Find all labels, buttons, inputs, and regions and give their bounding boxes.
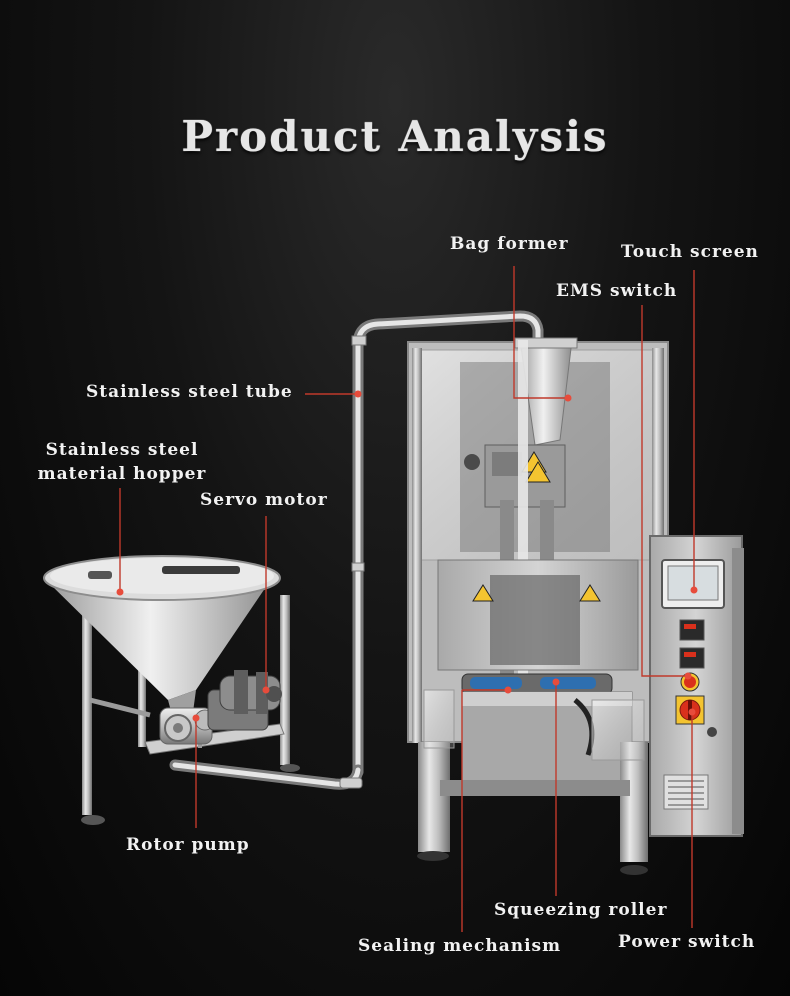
- dot-rotor-pump: [192, 714, 200, 722]
- label-sealing-mechanism: Sealing mechanism: [358, 936, 562, 956]
- dot-bag-former: [564, 394, 572, 402]
- dot-sealing-mechanism: [504, 686, 512, 694]
- label-power-switch: Power switch: [618, 932, 756, 952]
- label-hopper: Stainless steel material hopper: [36, 438, 208, 486]
- dot-hopper: [116, 588, 124, 596]
- dot-squeezing-roller: [552, 678, 560, 686]
- label-touch-screen: Touch screen: [621, 242, 759, 262]
- pointer-sealing-mechanism: [461, 689, 508, 932]
- label-bag-former: Bag former: [450, 234, 569, 254]
- label-squeezing-roller: Squeezing roller: [494, 900, 668, 920]
- dot-power-switch: [688, 708, 696, 716]
- label-ems-switch: EMS switch: [556, 281, 678, 301]
- pointer-bag-former: [513, 266, 568, 399]
- callout-dots: [116, 390, 698, 722]
- vertical-packing-machine: [407, 337, 669, 875]
- label-servo-motor: Servo motor: [200, 490, 328, 510]
- label-hopper-line2: material hopper: [37, 464, 207, 484]
- dot-servo-motor: [262, 686, 270, 694]
- dot-touch-screen: [690, 586, 698, 594]
- label-rotor-pump: Rotor pump: [126, 835, 250, 855]
- stainless-steel-tube: [169, 310, 544, 790]
- control-cabinet: [649, 535, 744, 837]
- page-title: Product Analysis: [181, 112, 609, 161]
- dot-ems-switch: [684, 672, 692, 680]
- dot-stainless-steel-tube: [354, 390, 362, 398]
- callout-pointers: [119, 266, 695, 932]
- pointer-ems-switch: [641, 305, 688, 677]
- label-hopper-line1: Stainless steel: [45, 440, 199, 460]
- label-stainless-steel-tube: Stainless steel tube: [86, 382, 293, 402]
- material-hopper-assembly: [43, 555, 300, 825]
